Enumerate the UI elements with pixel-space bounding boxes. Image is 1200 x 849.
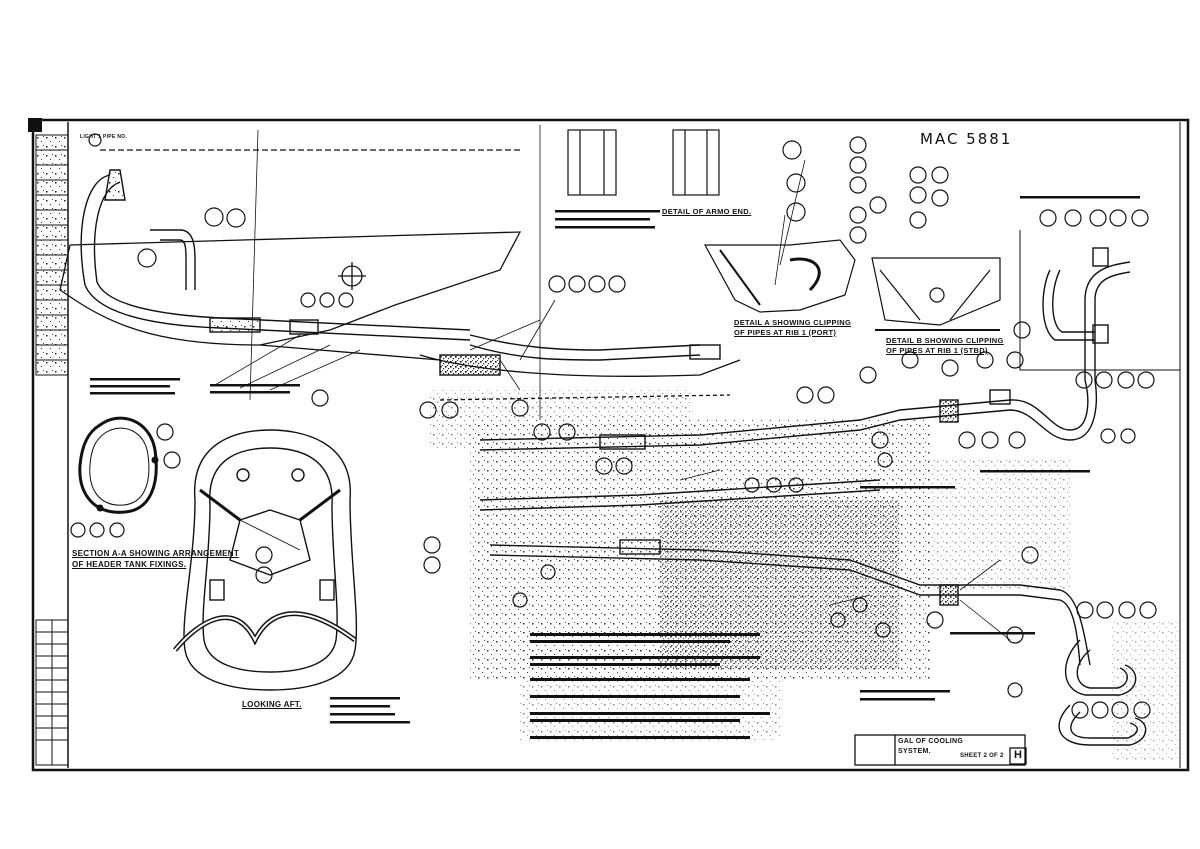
header-pipe-label: LIGHT 1 PIPE NO.: [80, 134, 128, 140]
title-block-title-line2: SYSTEM.: [898, 748, 931, 755]
looking-aft-caption: LOOKING AFT.: [242, 700, 302, 709]
looking-aft-section: [173, 429, 358, 691]
title-block-title-line1: GAL OF COOLING: [898, 738, 964, 745]
detail-armo-caption: DETAIL OF ARMO END.: [662, 207, 752, 216]
callout-balloons: [70, 133, 1157, 719]
upper-pipe-run: [80, 169, 721, 376]
scan-noise: [430, 390, 1180, 760]
leader-lines: [214, 159, 1011, 641]
detail-b-caption-line1: DETAIL B SHOWING CLIPPING: [886, 336, 1004, 345]
detail-a-caption-line1: DETAIL A SHOWING CLIPPING: [734, 318, 852, 327]
section-aa-caption-line2: OF HEADER TANK FIXINGS.: [72, 560, 187, 569]
title-block-revision: H: [1014, 749, 1023, 761]
section-aa-caption-line1: SECTION A-A SHOWING ARRANGEMENT: [72, 549, 240, 558]
title-block-sheet: SHEET 2 OF 2: [960, 753, 1004, 759]
detail-a-caption-line2: OF PIPES AT RIB 1 (PORT): [734, 328, 837, 337]
detail-views: [567, 129, 1001, 331]
title-block-frame: [854, 734, 1027, 766]
note-blocks: [90, 196, 1140, 739]
schedule-column: [35, 134, 69, 766]
header-tank-section: [78, 416, 159, 514]
fuselage-outline: [59, 125, 741, 420]
right-pipe-bends: [1058, 639, 1147, 746]
drawing-reference-number: MAC 5881: [920, 130, 1013, 148]
detail-b-caption-line2: OF PIPES AT RIB 1 (STBD): [886, 346, 988, 355]
